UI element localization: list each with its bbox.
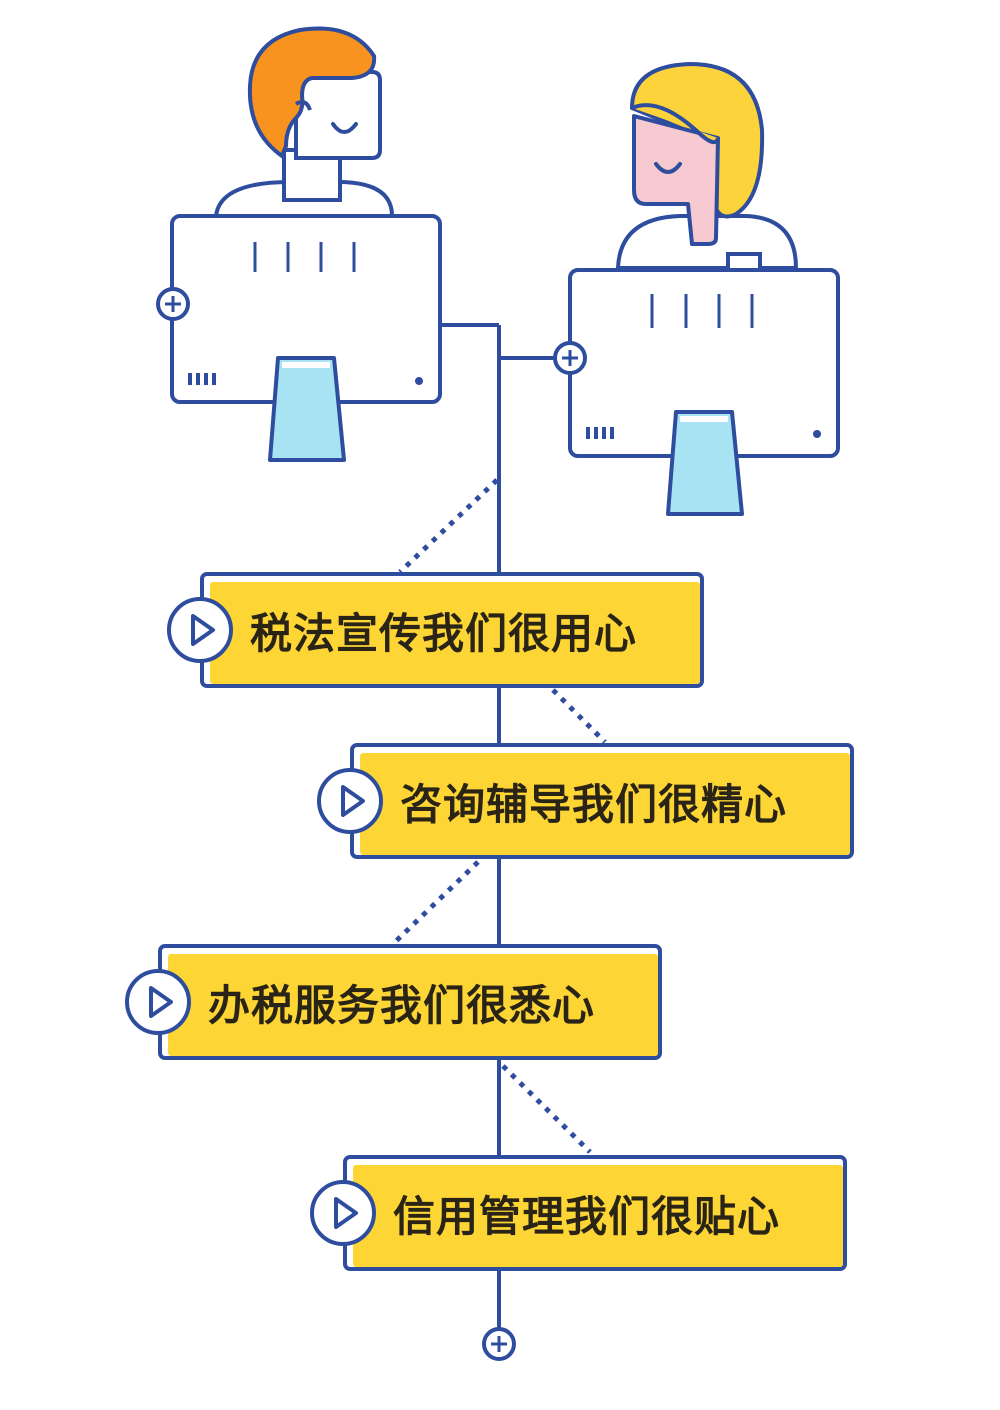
female-badge [726,252,762,272]
right-monitor [568,268,840,516]
play-icon[interactable] [317,768,383,834]
plus-circle-icon [553,341,587,375]
male-character [213,26,395,218]
male-hair [247,26,377,160]
play-icon[interactable] [125,969,191,1035]
male-head [294,70,382,160]
female-face [632,114,720,246]
step-label: 税法宣传我们很用心 [250,608,638,658]
plus-circle-icon [482,1327,516,1361]
plus-circle-icon [156,287,190,321]
step-label: 信用管理我们很贴心 [393,1191,781,1241]
dotted-links [391,478,607,1154]
step-banner-1: 税法宣传我们很用心 [200,572,704,688]
step-banner-4: 信用管理我们很贴心 [343,1155,847,1271]
female-smile [654,162,682,174]
female-character [615,61,799,272]
left-monitor [170,214,442,462]
right-monitor-stand [666,410,744,516]
male-smile [331,122,358,134]
step-label: 办税服务我们很悉心 [208,980,596,1030]
step-label: 咨询辅导我们很精心 [400,779,788,829]
step-banner-3: 办税服务我们很悉心 [158,944,662,1060]
play-icon[interactable] [310,1180,376,1246]
play-icon[interactable] [167,597,233,663]
step-banner-2: 咨询辅导我们很精心 [350,743,854,859]
left-monitor-stand [268,356,346,462]
